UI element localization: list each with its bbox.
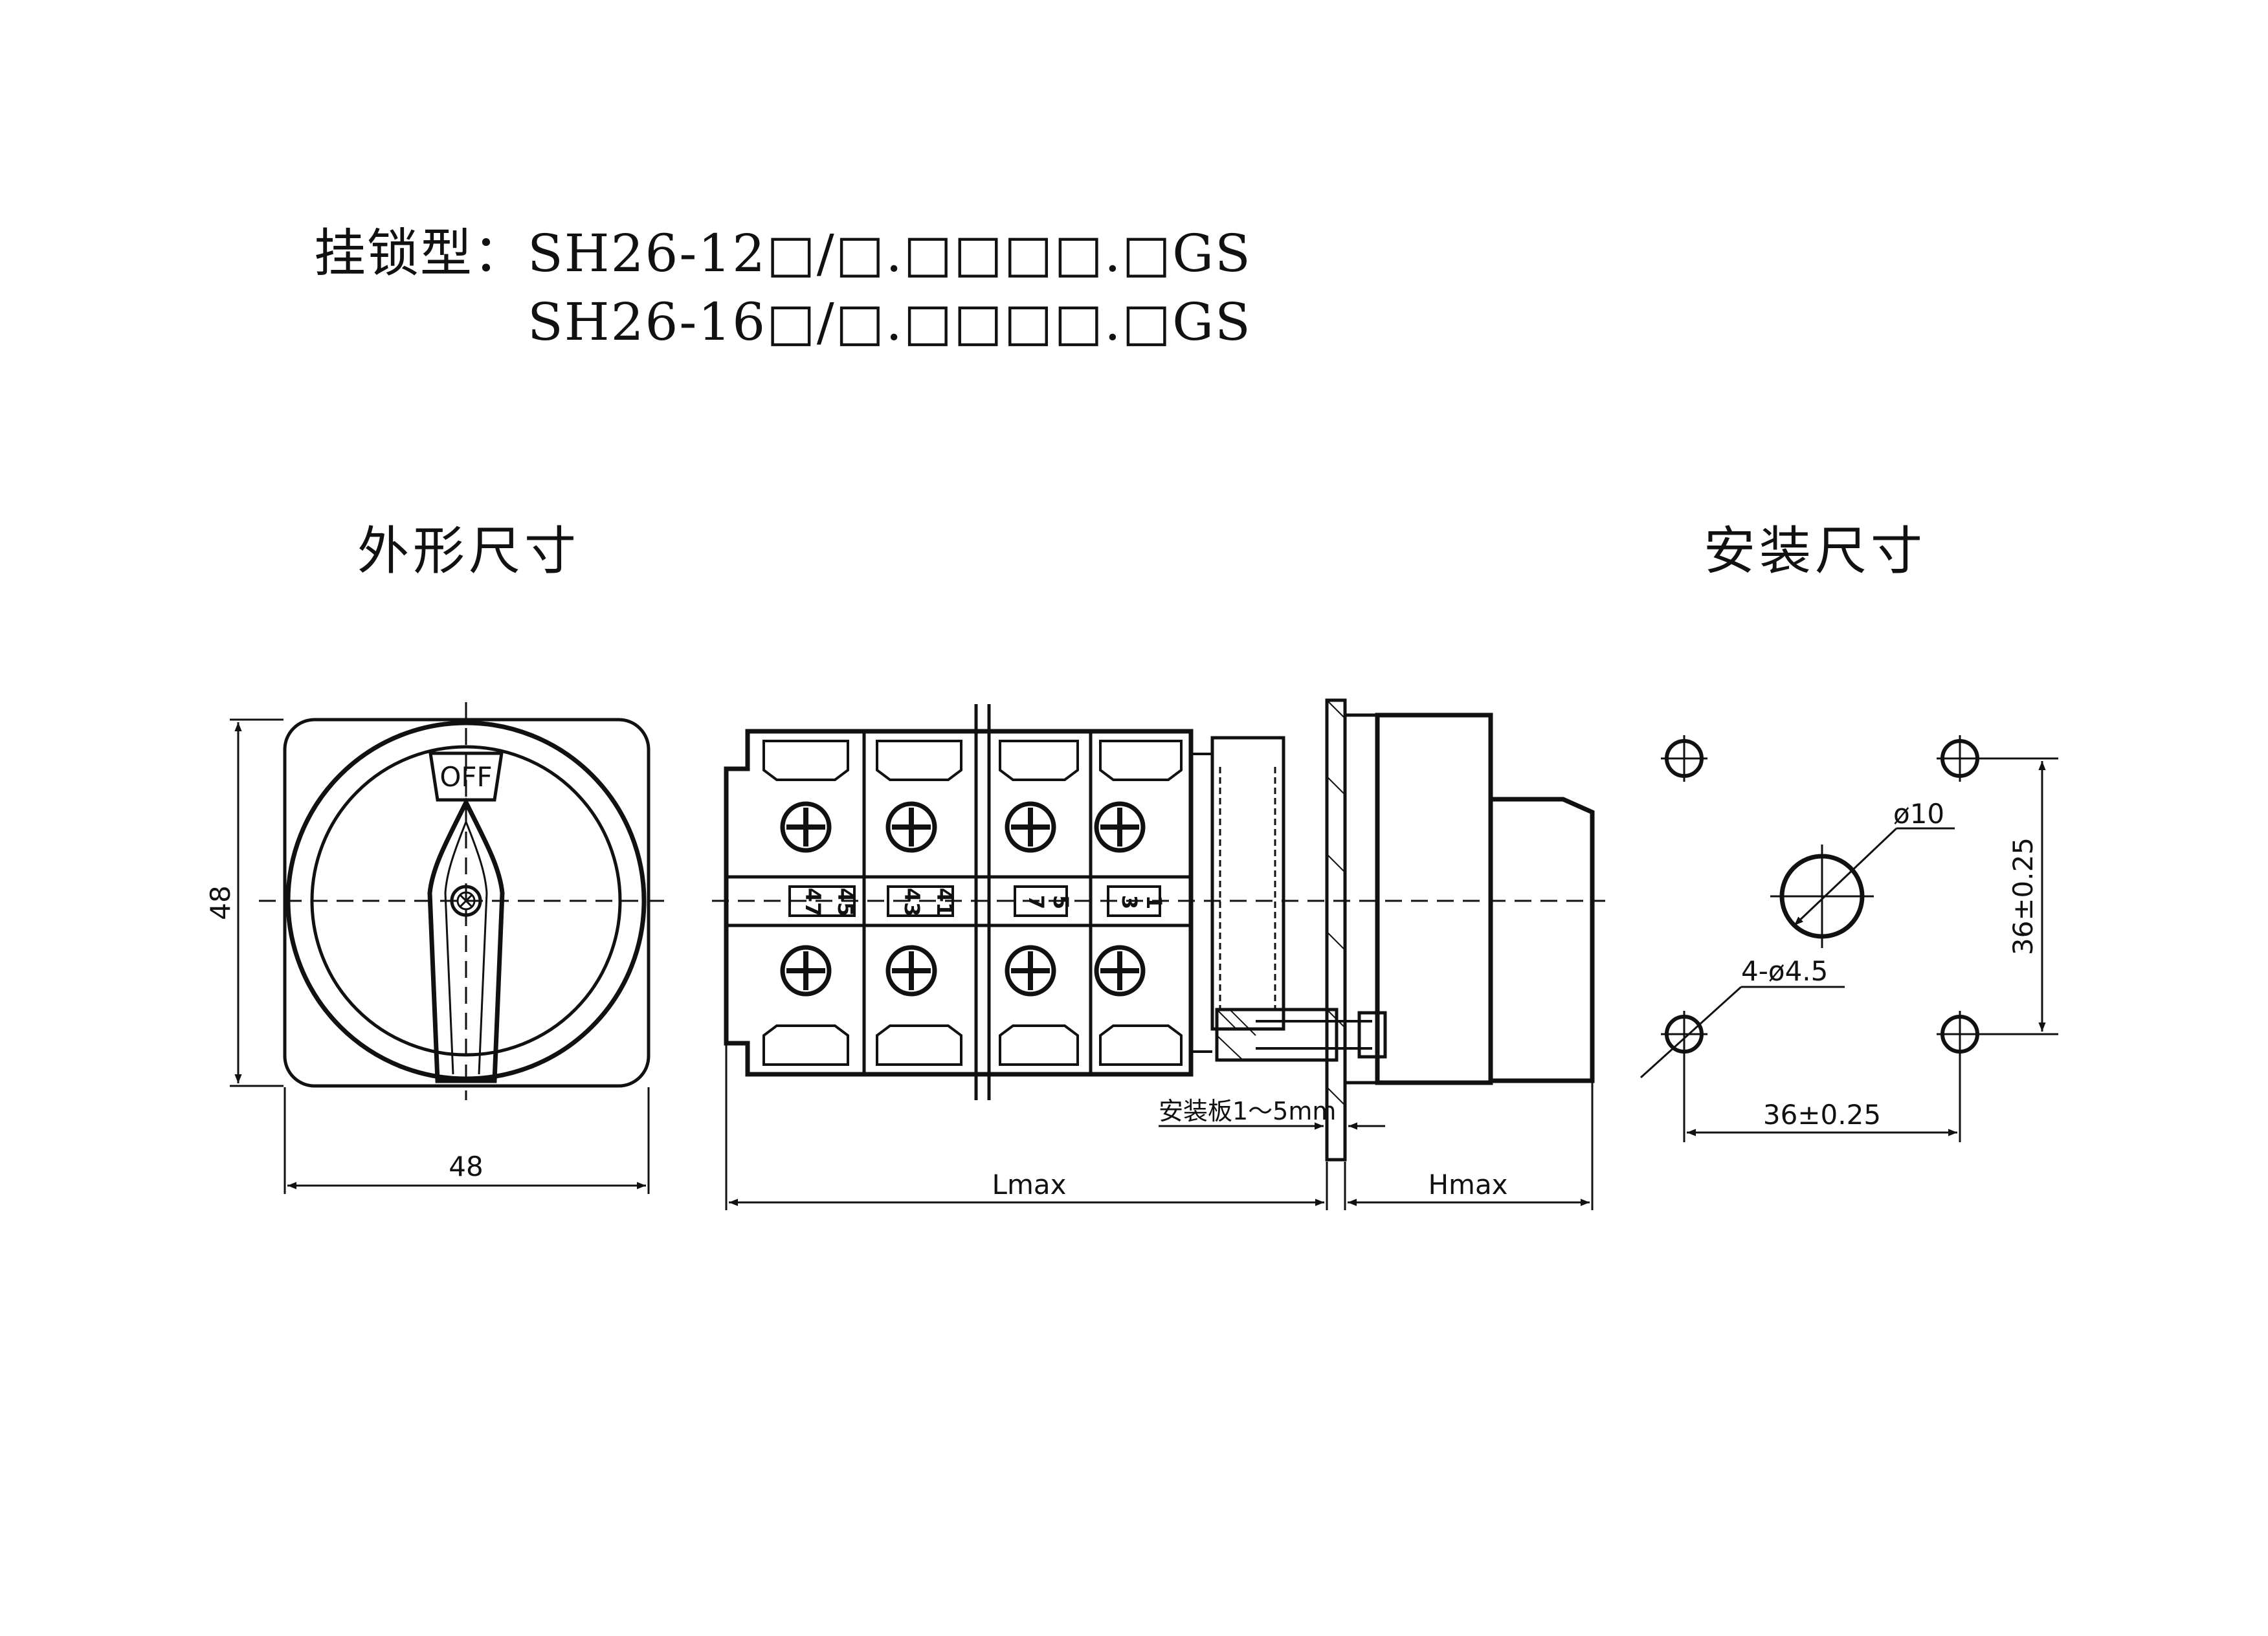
front-view — [230, 702, 673, 1194]
terminal-number: 43 — [900, 888, 924, 917]
fixing-screw — [1215, 1008, 1339, 1062]
mounting-view — [1640, 735, 2058, 1142]
terminal-number: 7 — [1024, 895, 1049, 909]
horizontal-spacing-label: 36±0.25 — [1763, 1099, 1881, 1131]
model-number-2: SH26-16□/□.□□□□.□GS — [528, 292, 1252, 352]
height-dimension-label: 48 — [205, 885, 236, 920]
hmax-label: Hmax — [1428, 1169, 1507, 1200]
terminal-screw-icon — [780, 801, 1146, 853]
corner-holes-label: 4-ø4.5 — [1741, 955, 1828, 987]
bezel-body — [1375, 713, 1493, 1085]
mounting-dimensions-title: 安装尺寸 — [1704, 521, 1926, 581]
panel-thickness-label: 安装板1～5mm — [1159, 1097, 1336, 1125]
lock-type-label: 挂锁型： — [314, 223, 526, 283]
terminal-number: 3 — [1117, 895, 1142, 909]
model-number-1: SH26-12□/□.□□□□.□GS — [528, 223, 1252, 283]
width-dimension-label: 48 — [449, 1151, 483, 1182]
outline-dimensions-title: 外形尺寸 — [357, 521, 580, 581]
center-hole-label: ø10 — [1893, 798, 1944, 830]
front-panel-square — [283, 718, 650, 1088]
knob-off-label: OFF — [439, 761, 492, 793]
terminal-number: 41 — [932, 888, 957, 917]
lmax-label: Lmax — [992, 1169, 1067, 1200]
terminal-number: 5 — [1049, 895, 1073, 909]
shaft-housing — [1210, 736, 1285, 1031]
bezel — [1343, 713, 1379, 1085]
off-label-tab — [428, 751, 504, 802]
vertical-spacing-label: 36±0.25 — [2007, 837, 2039, 955]
contact-stack-outline — [724, 729, 1194, 1077]
side-view — [712, 698, 1605, 1210]
terminal-number: 47 — [801, 888, 825, 917]
terminal-screw-icon — [780, 945, 1146, 997]
terminal-number: 45 — [833, 888, 858, 917]
terminal-number: 1 — [1142, 895, 1166, 909]
knob-profile — [1488, 797, 1595, 1083]
